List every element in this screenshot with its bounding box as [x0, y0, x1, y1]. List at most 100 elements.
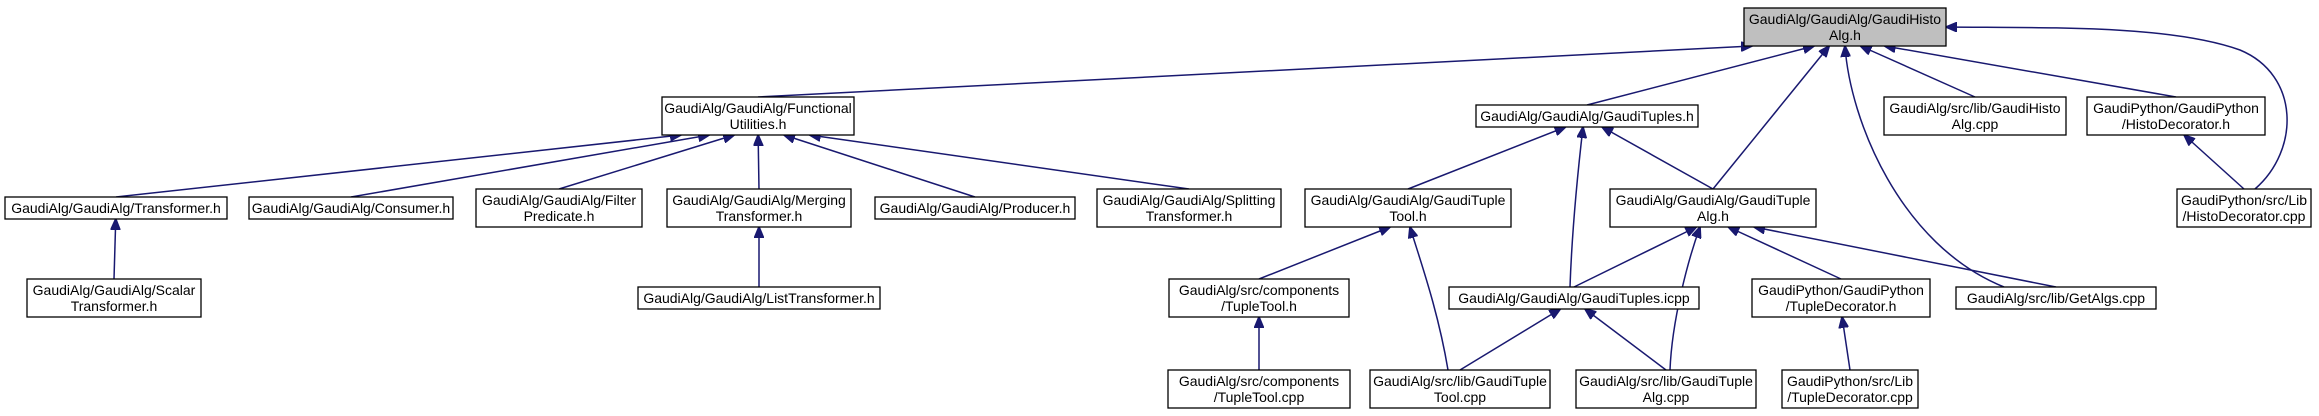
node-box	[4, 196, 228, 220]
node-box	[1955, 286, 2157, 310]
edge-tupledeco_cpp-to-tupledeco_h	[1842, 317, 1851, 371]
node-label-line: GaudiAlg/src/lib/GaudiTuple	[1373, 373, 1547, 389]
node-label-line: Utilities.h	[730, 116, 787, 132]
node-label-line: GaudiAlg/GaudiAlg/ListTransformer.h	[643, 290, 874, 306]
edge-tuples_h-to-root	[1586, 46, 1814, 106]
node-histodeco-cpp[interactable]: GaudiPython/src/Lib/HistoDecorator.cpp	[2176, 188, 2312, 228]
node-label-line: GaudiAlg/GaudiAlg/GaudiTuple	[1311, 192, 1506, 208]
node-histodeco-h[interactable]: GaudiPython/GaudiPython/HistoDecorator.h	[2086, 96, 2266, 136]
edge-producer-to-functional	[784, 135, 976, 198]
node-box	[637, 286, 881, 310]
node-box	[26, 278, 202, 318]
edge-tuplealg_h-to-tuples_h	[1602, 127, 1714, 190]
node-label-line: GaudiAlg/src/lib/GaudiHisto	[1889, 100, 2060, 116]
node-box	[1575, 369, 1757, 409]
edge-tuplealg_h-to-root	[1712, 46, 1829, 190]
node-label-line: GaudiAlg/GaudiAlg/GaudiHisto	[1749, 11, 1941, 27]
node-label-line: Alg.h	[1697, 208, 1729, 224]
node-label-line: Transformer.h	[716, 208, 803, 224]
graph-nodes: GaudiAlg/GaudiAlg/GaudiHistoAlg.hGaudiAl…	[4, 7, 2312, 409]
node-label-line: Tool.cpp	[1434, 389, 1486, 405]
edge-tupledeco_h-to-tuplealg_h	[1728, 227, 1842, 280]
edge-lib_tupletool_cpp-to-tuples_icpp	[1459, 309, 1560, 371]
edge-getalgs-to-root	[1845, 46, 2005, 288]
edge-comp_tupletool_h-to-tupletool_h	[1258, 227, 1390, 280]
node-tuples-h[interactable]: GaudiAlg/GaudiAlg/GaudiTuples.h	[1475, 104, 1699, 128]
node-box	[1609, 188, 1817, 228]
node-box	[1369, 369, 1551, 409]
edge-functional-to-root	[757, 46, 1752, 98]
edge-tuples_icpp-to-tuples_h	[1569, 127, 1583, 288]
node-box	[1475, 104, 1699, 128]
node-consumer[interactable]: GaudiAlg/GaudiAlg/Consumer.h	[248, 196, 454, 220]
node-box	[248, 196, 454, 220]
node-label-line: GaudiAlg/GaudiAlg/Consumer.h	[252, 200, 450, 216]
node-label-line: /TupleDecorator.h	[1786, 298, 1897, 314]
node-box	[874, 196, 1076, 220]
edge-lib_tupletool_cpp-to-tupletool_h	[1410, 227, 1449, 371]
node-label-line: GaudiAlg/src/lib/GetAlgs.cpp	[1967, 290, 2145, 306]
node-label-line: GaudiPython/GaudiPython	[1758, 282, 1924, 298]
node-getalgs[interactable]: GaudiAlg/src/lib/GetAlgs.cpp	[1955, 286, 2157, 310]
node-label-line: /TupleTool.cpp	[1214, 389, 1305, 405]
edge-merging-to-functional	[758, 135, 759, 190]
node-label-line: GaudiAlg/GaudiAlg/Functional	[664, 100, 852, 116]
node-label-line: GaudiAlg/GaudiAlg/Producer.h	[880, 200, 1071, 216]
node-label-line: GaudiAlg/GaudiAlg/GaudiTuple	[1616, 192, 1811, 208]
node-tupledeco-h[interactable]: GaudiPython/GaudiPython/TupleDecorator.h	[1751, 278, 1931, 318]
edge-consumer-to-functional	[350, 135, 709, 198]
node-box	[2176, 188, 2312, 228]
node-tupledeco-cpp[interactable]: GaudiPython/src/Lib/TupleDecorator.cpp	[1781, 369, 1919, 409]
node-label-line: Transformer.h	[71, 298, 158, 314]
node-box	[1096, 188, 1282, 228]
node-transformer[interactable]: GaudiAlg/GaudiAlg/Transformer.h	[4, 196, 228, 220]
node-label-line: /TupleDecorator.cpp	[1787, 389, 1913, 405]
edge-lib_tuplealg_cpp-to-tuples_icpp	[1585, 309, 1667, 371]
node-label-line: GaudiAlg/GaudiAlg/GaudiTuples.icpp	[1458, 290, 1690, 306]
node-label-line: GaudiAlg/GaudiAlg/Filter	[482, 192, 636, 208]
edge-getalgs-to-tuplealg_h	[1754, 227, 2057, 288]
node-label-line: GaudiAlg/src/components	[1179, 282, 1339, 298]
node-label-line: GaudiAlg/src/lib/GaudiTuple	[1579, 373, 1753, 389]
edge-histodeco_cpp-to-root	[1946, 27, 2288, 190]
node-tuples-icpp[interactable]: GaudiAlg/GaudiAlg/GaudiTuples.icpp	[1448, 286, 1700, 310]
node-producer[interactable]: GaudiAlg/GaudiAlg/Producer.h	[874, 196, 1076, 220]
node-comp-tupletool-h[interactable]: GaudiAlg/src/components/TupleTool.h	[1168, 278, 1350, 318]
node-label-line: Alg.cpp	[1952, 116, 1999, 132]
node-label-line: /HistoDecorator.h	[2122, 116, 2230, 132]
node-box	[1167, 369, 1351, 409]
node-box	[661, 96, 855, 136]
edge-transformer-to-functional	[115, 135, 681, 198]
edge-histodeco_cpp-to-histodeco_h	[2184, 135, 2245, 190]
edge-histodeco_h-to-root	[1885, 46, 2177, 98]
edge-filter-to-functional	[558, 135, 734, 190]
node-box	[1883, 96, 2067, 136]
node-box	[2086, 96, 2266, 136]
node-comp-tupletool-cpp[interactable]: GaudiAlg/src/components/TupleTool.cpp	[1167, 369, 1351, 409]
node-label-line: /HistoDecorator.cpp	[2183, 208, 2306, 224]
node-label-line: Tool.h	[1389, 208, 1426, 224]
node-list[interactable]: GaudiAlg/GaudiAlg/ListTransformer.h	[637, 286, 881, 310]
edge-scalar-to-transformer	[114, 219, 116, 280]
node-label-line: GaudiAlg/GaudiAlg/Scalar	[33, 282, 196, 298]
node-label-line: /TupleTool.h	[1221, 298, 1297, 314]
node-label-line: GaudiAlg/src/components	[1179, 373, 1339, 389]
node-label-line: Alg.h	[1829, 27, 1861, 43]
node-label-line: Transformer.h	[1146, 208, 1233, 224]
edge-tupletool_h-to-tuples_h	[1407, 127, 1566, 190]
node-label-line: GaudiPython/src/Lib	[1787, 373, 1913, 389]
node-label-line: GaudiAlg/GaudiAlg/Merging	[672, 192, 846, 208]
node-box	[1781, 369, 1919, 409]
